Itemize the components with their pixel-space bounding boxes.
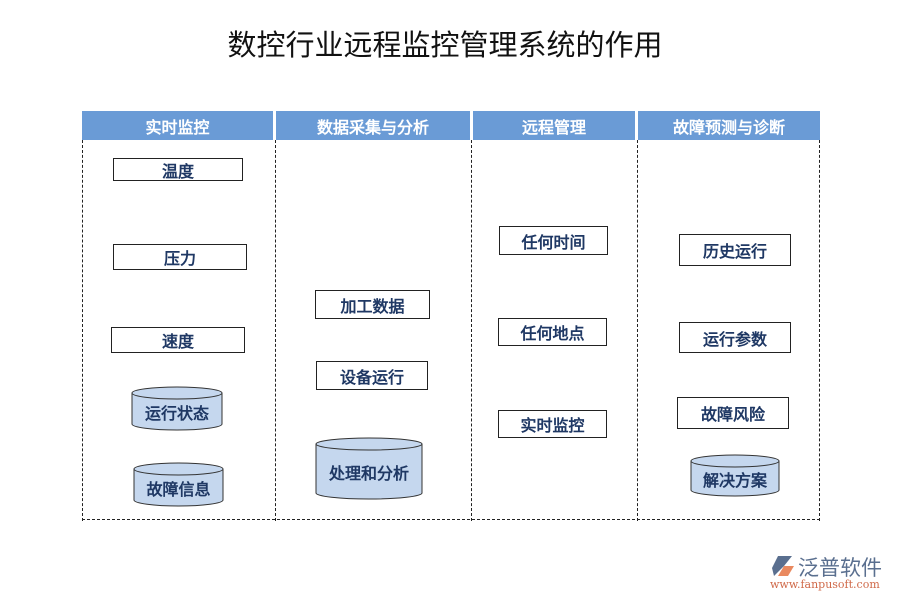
box-fault-risk: 故障风险	[677, 397, 789, 429]
box-any-place: 任何地点	[498, 318, 607, 346]
column-header-data: 数据采集与分析	[276, 111, 470, 140]
cylinder-run-state: 运行状态	[131, 386, 223, 431]
divider	[637, 140, 638, 521]
page-title: 数控行业远程监控管理系统的作用	[227, 28, 663, 62]
cylinder-body	[131, 393, 223, 431]
column-header-fault: 故障预测与诊断	[638, 111, 820, 140]
logo-icon	[772, 556, 794, 576]
divider	[471, 140, 472, 521]
cylinder-body	[690, 461, 780, 497]
cylinder-body	[315, 444, 423, 500]
box-processing-data: 加工数据	[315, 290, 430, 319]
cylinder-label: 处理和分析	[328, 463, 409, 483]
logo-url: www.fanpusoft.com	[770, 578, 880, 591]
cylinder-top	[315, 437, 423, 451]
cylinder-solution: 解决方案	[690, 454, 780, 497]
divider	[82, 140, 83, 521]
box-any-time: 任何时间	[499, 226, 608, 255]
box-history: 历史运行	[679, 234, 791, 266]
box-pressure: 压力	[113, 244, 247, 270]
cylinder-label: 故障信息	[146, 479, 211, 499]
divider	[82, 519, 820, 520]
cylinder-body	[133, 469, 224, 507]
box-speed: 速度	[111, 327, 245, 353]
cylinder-top	[133, 462, 224, 476]
box-parameters: 运行参数	[679, 322, 791, 353]
box-temperature: 温度	[113, 158, 243, 181]
cylinder-top	[131, 386, 223, 400]
divider	[275, 140, 276, 521]
box-equipment-run: 设备运行	[316, 361, 428, 390]
cylinder-label: 运行状态	[144, 403, 209, 423]
box-realtime-monitor: 实时监控	[498, 410, 607, 438]
cylinder-analysis: 处理和分析	[315, 437, 423, 500]
cylinder-top	[690, 454, 780, 468]
divider	[819, 140, 820, 521]
cylinder-fault-info: 故障信息	[133, 462, 224, 507]
cylinder-label: 解决方案	[702, 470, 767, 490]
column-header-realtime: 实时监控	[82, 111, 273, 140]
column-header-remote: 远程管理	[473, 111, 635, 140]
logo-name: 泛普软件	[798, 556, 882, 580]
